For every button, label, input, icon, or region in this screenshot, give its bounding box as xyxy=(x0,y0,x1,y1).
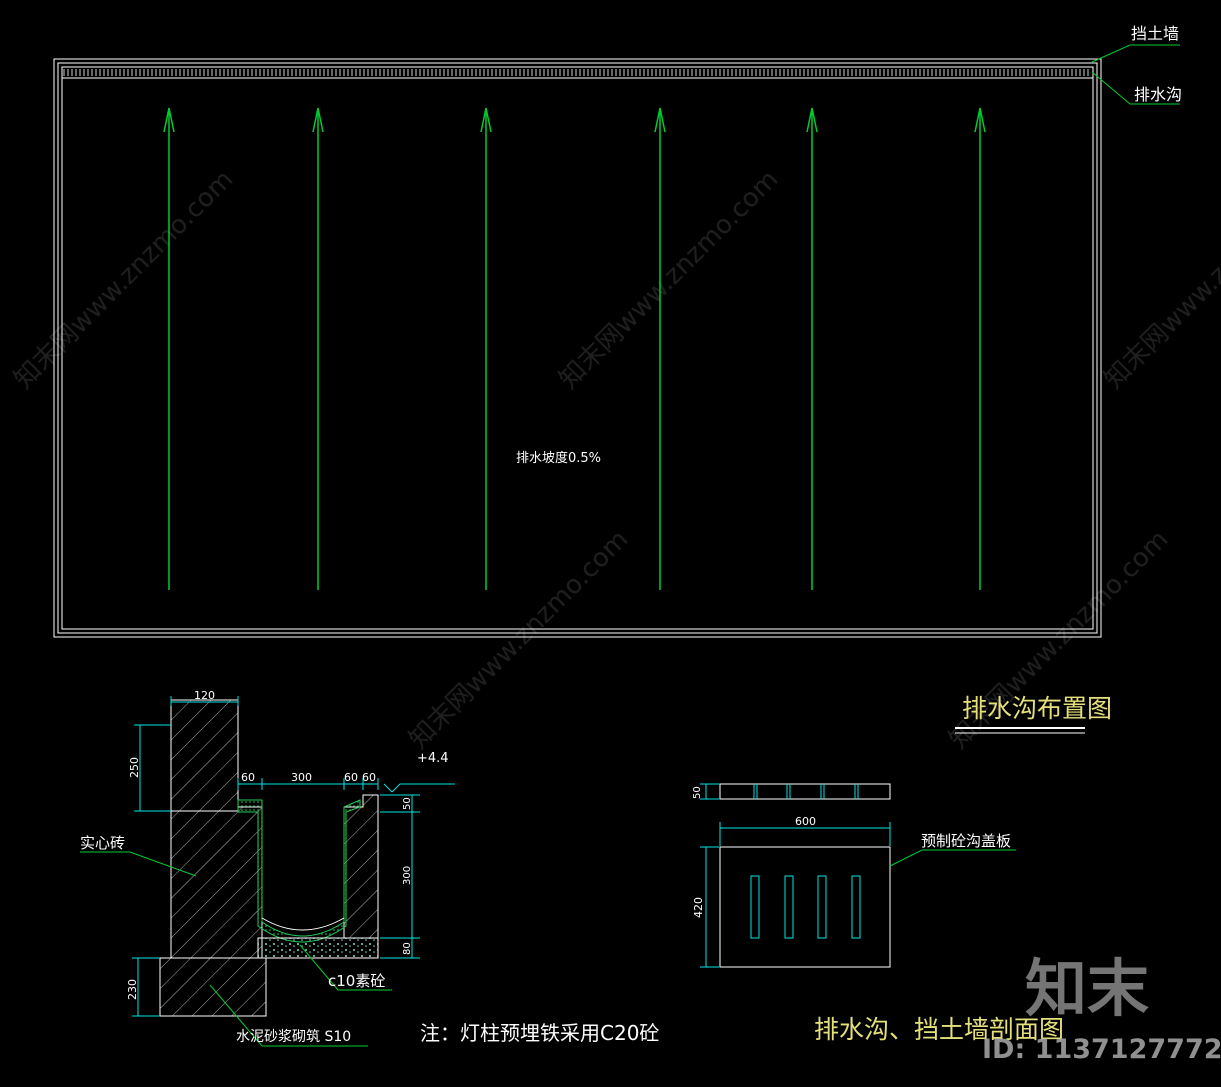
dim-300v: 300 xyxy=(402,866,413,885)
elevation-label: +4.4 xyxy=(417,751,449,766)
concrete-label: c10素砼 xyxy=(328,972,385,990)
dim-60c: 60 xyxy=(362,771,376,784)
dim-plate-width: 600 xyxy=(795,815,816,828)
watermark-group: 知末网www.znzmo.com 知末网www.znzmo.com 知末网www… xyxy=(9,164,1221,755)
drainage-layout-plan: 排水坡度0.5% 挡土墙 排水沟 xyxy=(53,24,1182,638)
dim-50: 50 xyxy=(402,797,413,810)
watermark-text: 知末网www.znzmo.com xyxy=(1099,164,1221,395)
watermark-id: ID: 1137127772 xyxy=(982,1034,1221,1065)
dim-60a: 60 xyxy=(241,771,255,784)
slope-arrows xyxy=(163,107,986,590)
drain-grate-strip xyxy=(61,66,1094,79)
dim-80: 80 xyxy=(402,942,413,955)
flow-arrow-icon xyxy=(654,107,666,590)
cover-plate-label: 预制砼沟盖板 xyxy=(921,832,1011,850)
watermark-text: 知末网www.znzmo.com xyxy=(9,164,240,395)
slope-label: 排水坡度0.5% xyxy=(516,450,601,466)
solid-brick-label: 实心砖 xyxy=(80,834,125,852)
flow-arrow-icon xyxy=(806,107,818,590)
retaining-wall-label: 挡土墙 xyxy=(1131,24,1179,43)
dim-wall-width: 120 xyxy=(194,689,215,702)
cover-plate-detail: 50 600 420 预制砼沟盖板 xyxy=(692,783,1016,968)
dim-230: 230 xyxy=(126,979,139,1000)
mortar-label: 水泥砂浆砌筑 S10 xyxy=(236,1029,351,1045)
dim-60b: 60 xyxy=(344,771,358,784)
dim-plate-height: 420 xyxy=(692,897,705,918)
dim-plate-thickness: 50 xyxy=(692,786,703,799)
section-title: 排水沟、挡土墙剖面图 xyxy=(814,1015,1064,1044)
watermark-text: 知末网www.znzmo.com xyxy=(554,164,785,395)
watermark-text: 知末网www.znzmo.com xyxy=(404,524,635,755)
layout-title: 排水沟布置图 xyxy=(962,694,1112,723)
flow-arrow-icon xyxy=(163,107,175,590)
watermark-logo: 知末 xyxy=(1025,952,1149,1025)
note-text: 注：灯柱预埋铁采用C20砼 xyxy=(420,1021,659,1045)
dim-300: 300 xyxy=(291,771,312,784)
drain-section-detail: 120 250 60 300 60 60 50 300 80 230 +4.4 … xyxy=(80,689,455,1047)
drain-label: 排水沟 xyxy=(1134,85,1182,104)
flow-arrow-icon xyxy=(974,107,986,590)
flow-arrow-icon xyxy=(480,107,492,590)
dim-wall-height: 250 xyxy=(128,757,141,778)
flow-arrow-icon xyxy=(312,107,324,590)
